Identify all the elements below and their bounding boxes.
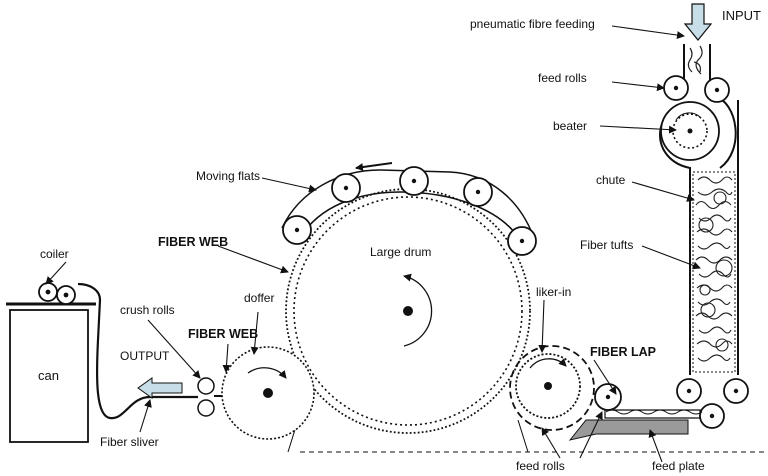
label-fiber-web-mid: FIBER WEB	[188, 327, 258, 341]
flats-direction-arrow	[355, 162, 393, 171]
label-can: can	[38, 368, 59, 383]
input-arrow	[683, 3, 713, 41]
drum-center	[403, 306, 413, 316]
can	[9, 309, 89, 443]
crush-roll-top	[197, 377, 215, 395]
feed-plate	[568, 419, 689, 441]
label-liker-in: liker-in	[536, 285, 571, 299]
flats-belt	[281, 169, 535, 239]
label-feed-rolls-top: feed rolls	[538, 71, 587, 85]
chute-assembly	[659, 44, 739, 375]
label-fiber-web-top: FIBER WEB	[158, 235, 228, 249]
label-output: OUTPUT	[120, 349, 170, 363]
crush-roll-bottom	[197, 399, 215, 417]
label-crush-rolls: crush rolls	[120, 303, 175, 317]
label-feed-rolls-bottom: feed rolls	[516, 459, 565, 473]
output-arrow	[137, 377, 183, 399]
fiber-sliver	[77, 282, 198, 420]
large-drum-outer	[285, 188, 531, 434]
label-fiber-lap: FIBER LAP	[590, 345, 656, 359]
tuft-scribbles	[695, 176, 733, 362]
label-feed-plate: feed plate	[652, 459, 705, 473]
label-pneumatic: pneumatic fibre feeding	[470, 17, 595, 31]
label-fiber-sliver: Fiber sliver	[100, 435, 159, 449]
flat-rollers	[282, 166, 537, 256]
drum-rotation-arrow	[403, 273, 433, 347]
label-chute: chute	[596, 173, 626, 187]
label-input: INPUT	[722, 8, 761, 23]
fiber-lap	[604, 409, 701, 419]
label-moving-flats: Moving flats	[196, 169, 260, 183]
label-beater: beater	[553, 119, 587, 133]
label-large-drum: Large drum	[370, 245, 431, 259]
liker-in-casing	[509, 345, 595, 431]
label-fiber-tufts: Fiber tufts	[580, 238, 633, 252]
label-coiler: coiler	[40, 247, 69, 261]
label-doffer: doffer	[244, 291, 274, 305]
